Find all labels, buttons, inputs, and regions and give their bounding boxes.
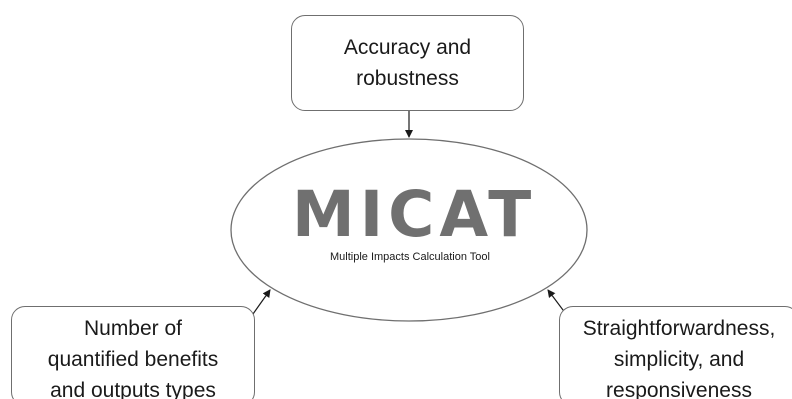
box-accuracy-line-1: Accuracy and bbox=[343, 36, 472, 59]
box-benefits-line-2: quantified benefits bbox=[47, 348, 219, 371]
box-simplicity-line-2: simplicity, and bbox=[613, 348, 745, 371]
box-accuracy: Accuracy and robustness bbox=[291, 15, 524, 111]
logo-tagline: Multiple Impacts Calculation Tool bbox=[330, 251, 490, 263]
box-accuracy-line-2: robustness bbox=[356, 67, 459, 90]
center-ellipse bbox=[230, 138, 588, 322]
micat-logo: MICAT bbox=[292, 178, 537, 251]
box-benefits: Number of quantified benefits and output… bbox=[11, 306, 255, 399]
box-simplicity-line-1: Straightforwardness, bbox=[582, 317, 776, 340]
box-benefits-line-1: Number of bbox=[83, 317, 183, 340]
arrow-left-to-center bbox=[252, 289, 271, 315]
box-simplicity-line-3: responsiveness bbox=[606, 379, 752, 399]
box-simplicity: Straightforwardness, simplicity, and res… bbox=[559, 306, 792, 399]
box-benefits-line-3: and outputs types bbox=[50, 379, 216, 399]
